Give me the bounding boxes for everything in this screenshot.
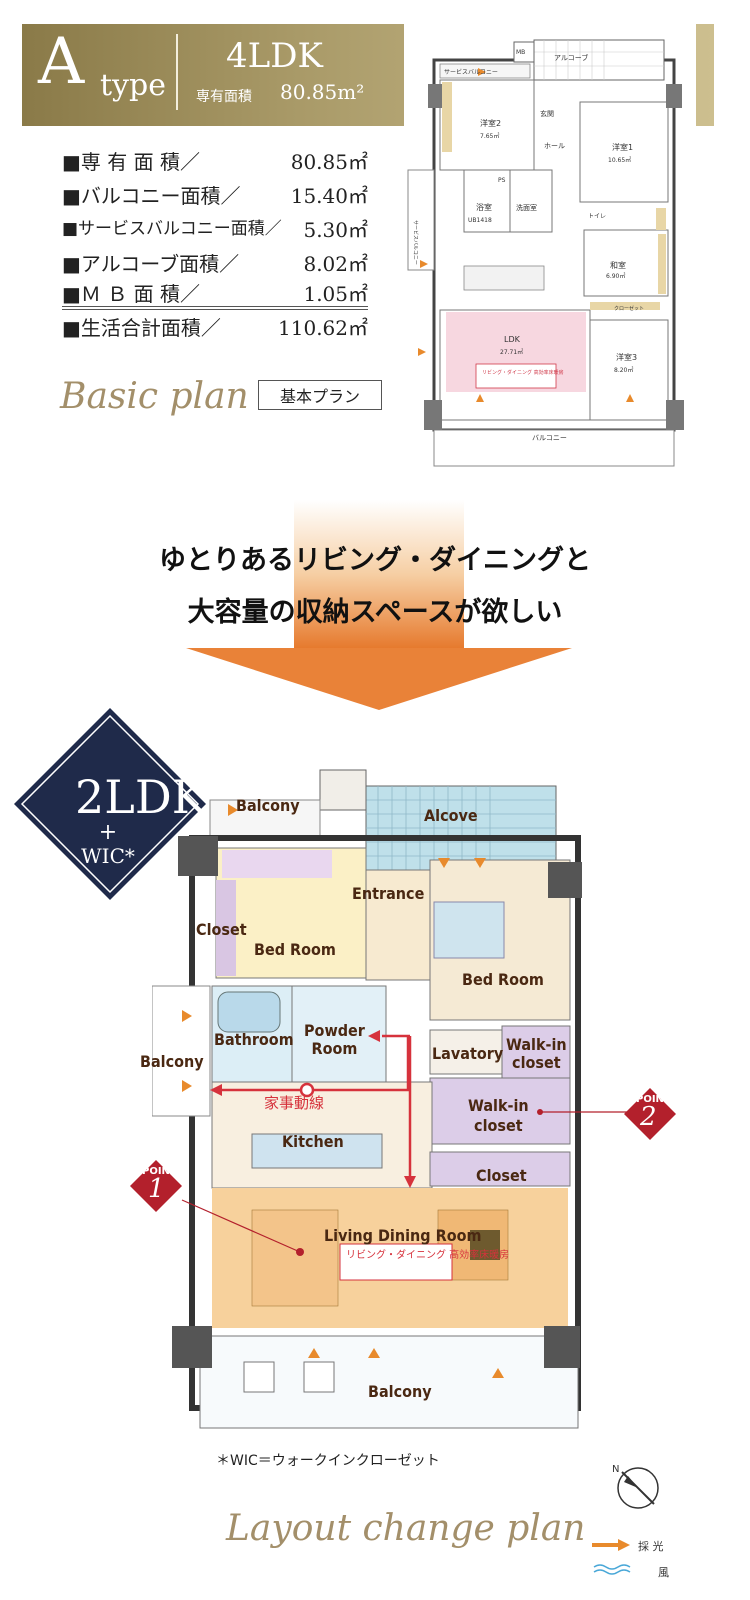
point-2-number: 2: [640, 1102, 657, 1132]
point-1-badge: [130, 1160, 182, 1212]
layout-change-script: Layout change plan: [226, 1508, 586, 1549]
area-label: ■アルコーブ面積／: [62, 252, 240, 276]
label-walkin-small: Walk-in closet: [506, 1035, 567, 1072]
area-row: ■Ｍ Ｂ 面 積／ 1.05㎡: [62, 278, 368, 308]
label-alcove: Alcove: [424, 806, 478, 825]
small-bath-unit: UB1418: [468, 217, 492, 224]
area-label: ■バルコニー面積／: [62, 184, 241, 208]
label-lavatory: Lavatory: [432, 1044, 504, 1063]
area-label: ■生活合計面積／: [62, 316, 221, 340]
2ldk-badge: [14, 708, 206, 900]
small-mb-label: MB: [516, 49, 525, 56]
basic-floor-plan: アルコーブ サービスバルコニー MB 洋室2 7.65㎡ 玄関 ホール 洋室1 …: [404, 20, 696, 472]
small-washroom-label: 洗面室: [516, 203, 537, 212]
area-value: 15.40㎡: [290, 184, 368, 208]
light-arrow-icon: [592, 1539, 630, 1551]
basic-plan-script: Basic plan: [60, 376, 249, 417]
label-closet-right: Closet: [476, 1166, 527, 1185]
basic-plan-label: 基本プラン: [258, 380, 382, 410]
small-ps-label: PS: [498, 177, 506, 184]
small-japanese-label: 和室: [610, 260, 626, 270]
area-divider: [62, 306, 368, 307]
private-area-label: 専有面積: [196, 89, 252, 105]
small-hall-label: ホール: [544, 142, 565, 150]
small-alcove-label: アルコーブ: [554, 53, 588, 62]
label-bedroom-left: Bed Room: [254, 940, 336, 959]
header-divider: [176, 34, 178, 110]
wind-icon: [593, 1564, 631, 1575]
layout-change-floor-plan: リビング・ダイニング 高効率床暖房: [152, 760, 632, 1448]
badge-plus: +: [98, 820, 118, 845]
small-toilet-label: トイレ: [588, 213, 606, 220]
area-divider: [62, 309, 368, 310]
area-value: 1.05㎡: [303, 282, 368, 306]
badge-main: 2LDK: [75, 770, 207, 824]
area-row: ■サービスバルコニー面積／ 5.30㎡: [62, 214, 368, 244]
point-1-number: 1: [148, 1174, 165, 1204]
area-value: 110.62㎡: [278, 316, 368, 340]
area-row: ■アルコーブ面積／ 8.02㎡: [62, 248, 368, 278]
small-ldk-label: LDK: [504, 335, 521, 344]
compass-icon: N: [612, 1464, 659, 1509]
legend: 採 光 風: [588, 1532, 698, 1592]
small-western2-area: 7.65㎡: [480, 132, 499, 140]
small-western1-label: 洋室1: [612, 142, 633, 152]
label-kitchen: Kitchen: [282, 1132, 344, 1151]
point-2-badge: [624, 1088, 676, 1140]
label-balcony-bottom: Balcony: [368, 1382, 432, 1401]
small-western1-area: 10.65㎡: [608, 156, 631, 164]
small-western2-label: 洋室2: [480, 118, 501, 128]
small-bath-label: 浴室: [476, 202, 492, 212]
area-value: 5.30㎡: [303, 218, 368, 242]
point-1-label: POINT: [142, 1166, 177, 1177]
legend-light: 採 光: [638, 1540, 664, 1553]
label-balcony-left: Balcony: [140, 1052, 204, 1071]
area-label: ■サービスバルコニー面積／: [62, 219, 282, 239]
small-balcony-label: バルコニー: [532, 434, 567, 442]
label-entrance: Entrance: [352, 884, 425, 903]
area-row: ■専 有 面 積／ 80.85㎡: [62, 146, 368, 176]
small-japanese-area: 6.90㎡: [606, 272, 625, 280]
label-walkin-large: Walk-in closet: [468, 1096, 529, 1135]
wic-footnote: ＊WIC＝ウォークインクローゼット: [216, 1453, 440, 1469]
badge-sub: WIC*: [81, 844, 135, 868]
big-floor-heat-line: リビング・ダイニング 高効率床暖房: [346, 1248, 509, 1261]
small-ldk-area: 27.71㎡: [500, 348, 523, 356]
small-western3-area: 8.20㎡: [614, 366, 633, 374]
small-closet-label: クローゼット: [614, 305, 644, 312]
type-letter: A: [38, 25, 85, 99]
small-service-balcony-top: サービスバルコニー: [444, 68, 498, 76]
type-word: type: [100, 68, 166, 103]
label-bedroom-right: Bed Room: [462, 970, 544, 989]
down-arrow: [186, 500, 572, 710]
headline-line2: 大容量の収納スペースが欲しい: [187, 597, 563, 628]
legend-wind: 風: [658, 1566, 669, 1579]
area-value: 80.85㎡: [290, 150, 368, 174]
area-label: ■Ｍ Ｂ 面 積／: [62, 282, 200, 306]
label-bathroom: Bathroom: [214, 1030, 294, 1049]
point-2-label: POINT: [636, 1094, 671, 1105]
area-label: ■専 有 面 積／: [62, 150, 200, 174]
headline-line1: ゆとりあるリビング・ダイニングと: [159, 545, 591, 576]
label-living-dining-room: Living Dining Room: [324, 1226, 482, 1245]
area-row-total: ■生活合計面積／ 110.62㎡: [62, 312, 368, 342]
label-balcony-top: Balcony: [236, 796, 300, 815]
small-floor-heat-label: リビング・ダイニング 高効率床暖房: [482, 369, 564, 376]
area-value: 8.02㎡: [303, 252, 368, 276]
label-powder-room: Powder Room: [304, 1021, 365, 1058]
area-row: ■バルコニー面積／ 15.40㎡: [62, 180, 368, 210]
label-chore-line: 家事動線: [264, 1094, 325, 1112]
layout-name: 4LDK: [226, 36, 323, 76]
small-service-balcony-side: サービスバルコニー: [412, 220, 419, 265]
small-western3-label: 洋室3: [616, 352, 637, 362]
private-area-value: 80.85m²: [280, 80, 365, 104]
small-entrance-label: 玄関: [540, 109, 554, 118]
label-closet-left: Closet: [196, 920, 247, 939]
svg-text:N: N: [612, 1464, 619, 1475]
